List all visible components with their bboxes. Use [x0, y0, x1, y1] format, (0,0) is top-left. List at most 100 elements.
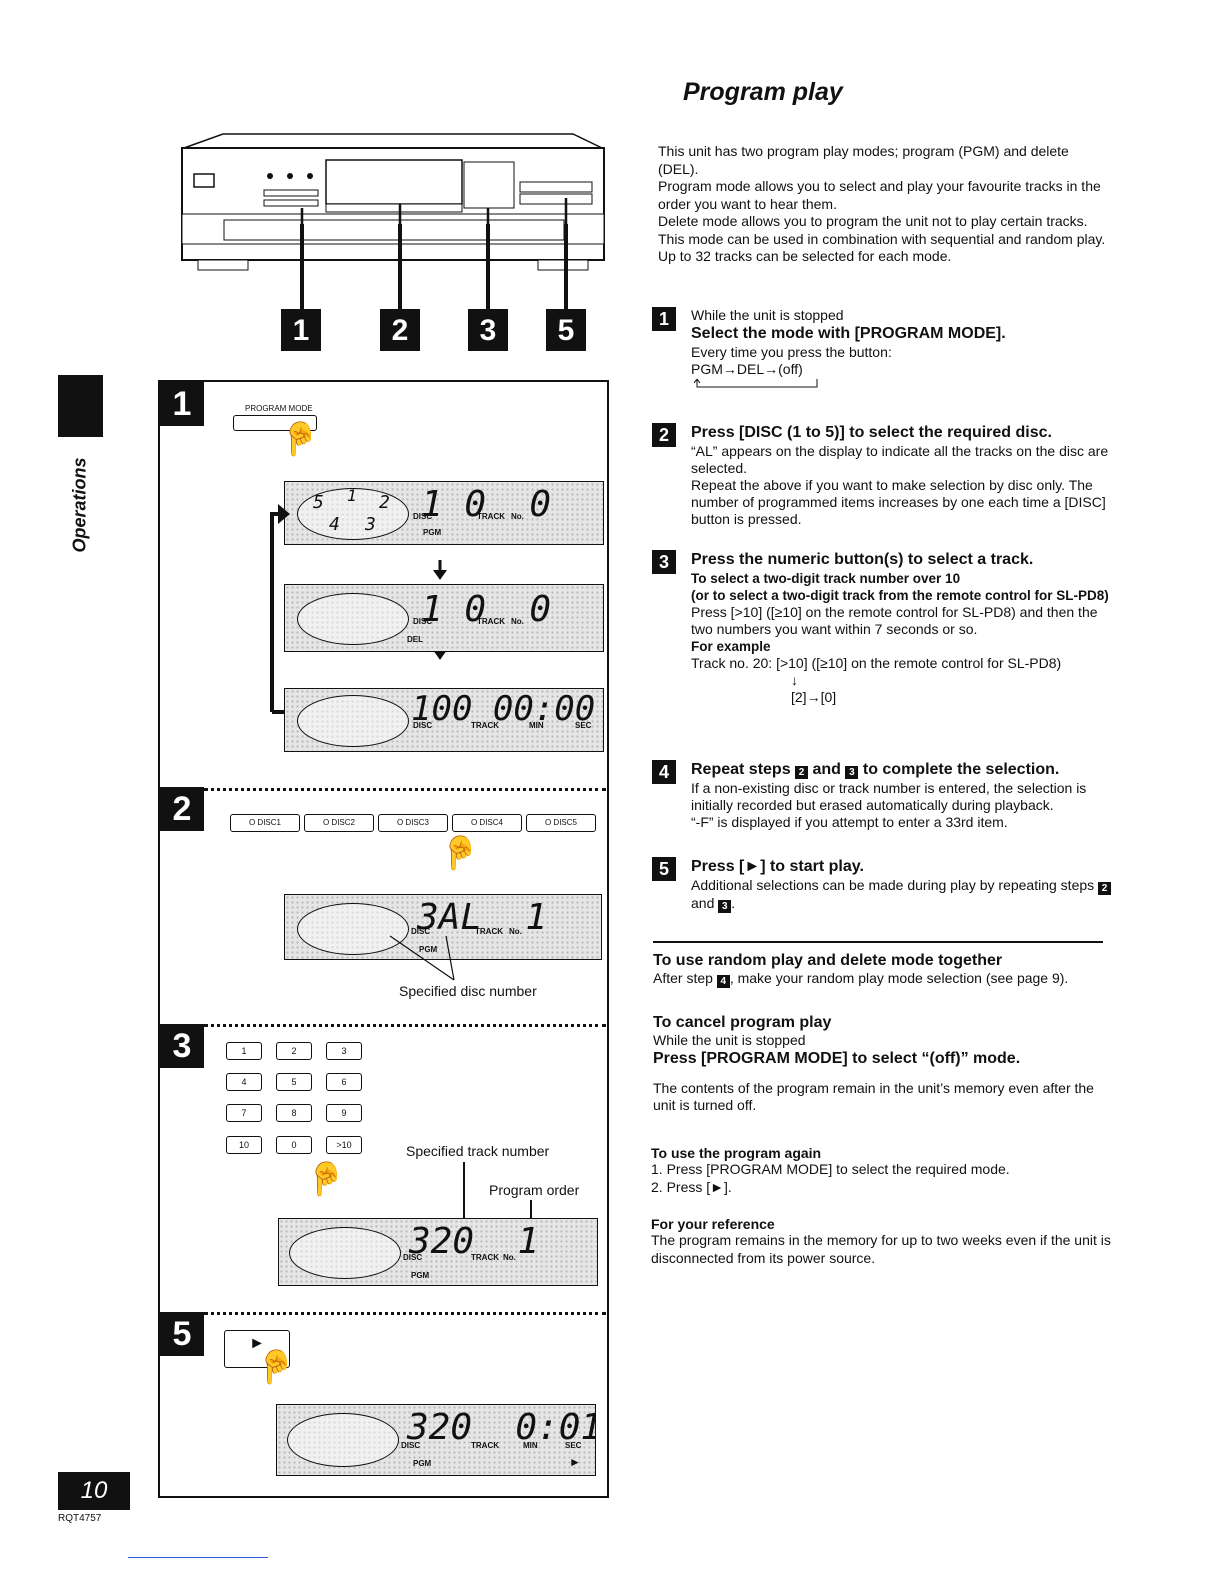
no-indicator: No.	[511, 512, 524, 521]
heading-part: and	[812, 761, 841, 778]
section-text: The program remains in the memory for up…	[651, 1232, 1111, 1266]
pressing-hand-icon: ☝	[440, 835, 480, 871]
cd-player-illustration	[178, 130, 608, 310]
step-separator	[204, 1312, 606, 1315]
step-heading: Repeat steps 2 and 3 to complete the sel…	[691, 760, 1112, 780]
disc1-button[interactable]: O DISC1	[230, 814, 300, 832]
disc-indicator: DISC	[411, 927, 431, 936]
heading-part: Repeat steps	[691, 761, 791, 778]
key-8-button[interactable]: 8	[276, 1104, 312, 1122]
key-9-button[interactable]: 9	[326, 1104, 362, 1122]
step-text: If a non-existing disc or track number i…	[691, 780, 1087, 813]
figure-step-number: 5	[160, 1312, 204, 1356]
intro-para: Up to 32 tracks can be selected for each…	[658, 248, 952, 264]
figure-step-number: 2	[160, 787, 204, 831]
text-part: .	[731, 895, 736, 911]
intro-text: This unit has two program play modes; pr…	[658, 143, 1113, 266]
pressing-hand-icon: ☝	[306, 1161, 346, 1197]
step-3: 3 Press the numeric button(s) to select …	[652, 550, 1112, 706]
step-precondition: While the unit is stopped	[691, 307, 844, 323]
step-ref: 3	[718, 900, 732, 913]
section-heading: To use the program again	[651, 1145, 822, 1161]
disc3-button[interactable]: O DISC3	[378, 814, 448, 832]
key-2-button[interactable]: 2	[276, 1042, 312, 1060]
disc-ring-digit: 5	[313, 492, 324, 513]
mode-cycle: PGM→DEL→(off)	[691, 361, 803, 377]
step-text: Every time you press the button:	[691, 344, 892, 360]
disc-indicator: DISC	[413, 512, 433, 521]
key-5-button[interactable]: 5	[276, 1073, 312, 1091]
min-indicator: MIN	[529, 721, 544, 730]
step-text: Additional selections can be made during…	[691, 877, 1112, 913]
section-divider	[653, 941, 1103, 943]
key-0-button[interactable]: 0	[276, 1136, 312, 1154]
track-pointer-line	[463, 1162, 465, 1226]
disc-ring-icon	[297, 593, 409, 645]
program-mode-label: PROGRAM MODE	[245, 404, 313, 413]
no-indicator: No.	[509, 927, 522, 936]
step-ref: 4	[716, 975, 730, 988]
callout-number: 2	[380, 309, 420, 351]
disc-indicator: DISC	[413, 721, 433, 730]
section-heading: For your reference	[651, 1216, 775, 1232]
step-text: Repeat the above if you want to make sel…	[691, 477, 1106, 527]
section-text: The contents of the program remain in th…	[653, 1079, 1094, 1114]
pgm-indicator: PGM	[423, 528, 442, 537]
example-arrow: ↓	[791, 672, 798, 688]
disc5-button[interactable]: O DISC5	[526, 814, 596, 832]
use-again-section: To use the program again 1. Press [PROGR…	[651, 1145, 1111, 1196]
key-4-button[interactable]: 4	[226, 1073, 262, 1091]
key-7-button[interactable]: 7	[226, 1104, 262, 1122]
example-label: For example	[691, 639, 771, 654]
no-indicator: No.	[511, 617, 524, 626]
key-1-button[interactable]: 1	[226, 1042, 262, 1060]
text-part: and	[691, 895, 715, 911]
pressing-hand-icon: ☝	[280, 421, 320, 457]
sec-indicator: SEC	[575, 721, 592, 730]
section-text: After step 4, make your random play mode…	[653, 970, 1113, 988]
disc2-button[interactable]: O DISC2	[304, 814, 374, 832]
key-3-button[interactable]: 3	[326, 1042, 362, 1060]
callout-line	[300, 224, 304, 310]
play-button[interactable]: ►	[224, 1330, 290, 1368]
text-part: , make your random play mode selection (…	[729, 970, 1069, 986]
caption-program-order: Program order	[489, 1182, 580, 1198]
display-disc-selected: 3AL 1 DISC TRACK No. PGM	[284, 894, 602, 960]
callout-number: 3	[468, 309, 508, 351]
cd-player-drawing	[181, 133, 605, 310]
figure-step-number: 3	[160, 1024, 204, 1068]
cycle-return-arrow	[693, 378, 818, 388]
disc-ring-icon	[297, 903, 409, 955]
cancel-section: To cancel program play While the unit is…	[653, 1014, 1113, 1115]
step-number: 5	[652, 857, 676, 881]
heading-part: to complete the selection.	[862, 761, 1060, 778]
intro-para: Program mode allows you to select and pl…	[658, 178, 1101, 212]
pressing-hand-icon: ☝	[256, 1349, 296, 1385]
page-number: 10	[58, 1472, 130, 1510]
disc-indicator: DISC	[401, 1441, 421, 1450]
callout-line	[486, 224, 490, 310]
program-mode-button[interactable]	[233, 415, 317, 431]
disc-ring-digit: 4	[329, 514, 340, 535]
list-item: 1. Press [PROGRAM MODE] to select the re…	[651, 1161, 1010, 1177]
track-indicator: TRACK	[475, 927, 503, 936]
disc4-button[interactable]: O DISC4	[452, 814, 522, 832]
section-instruction: Press [PROGRAM MODE] to select “(off)” m…	[653, 1049, 1021, 1067]
key-10-button[interactable]: 10	[226, 1136, 262, 1154]
pgm-indicator: PGM	[411, 1271, 430, 1280]
key-6-button[interactable]: 6	[326, 1073, 362, 1091]
intro-para: This unit has two program play modes; pr…	[658, 143, 1069, 177]
reference-section: For your reference The program remains i…	[651, 1216, 1111, 1267]
key-over10-button[interactable]: >10	[326, 1136, 362, 1154]
sec-indicator: SEC	[565, 1441, 582, 1450]
display-track-selected: 320 1 DISC TRACK No. PGM	[278, 1218, 598, 1286]
disc-pointer-lines	[389, 935, 455, 981]
figure-step-number: 1	[160, 382, 204, 426]
intro-para: Delete mode allows you to program the un…	[658, 213, 1106, 247]
disc-ring-icon	[287, 1413, 399, 1467]
step-separator	[204, 788, 606, 791]
section-label: Operations	[69, 457, 90, 553]
section-heading: To cancel program play	[653, 1014, 832, 1031]
disc-ring-icon	[297, 488, 409, 540]
display-digits: 320 0:01	[407, 1407, 596, 1448]
